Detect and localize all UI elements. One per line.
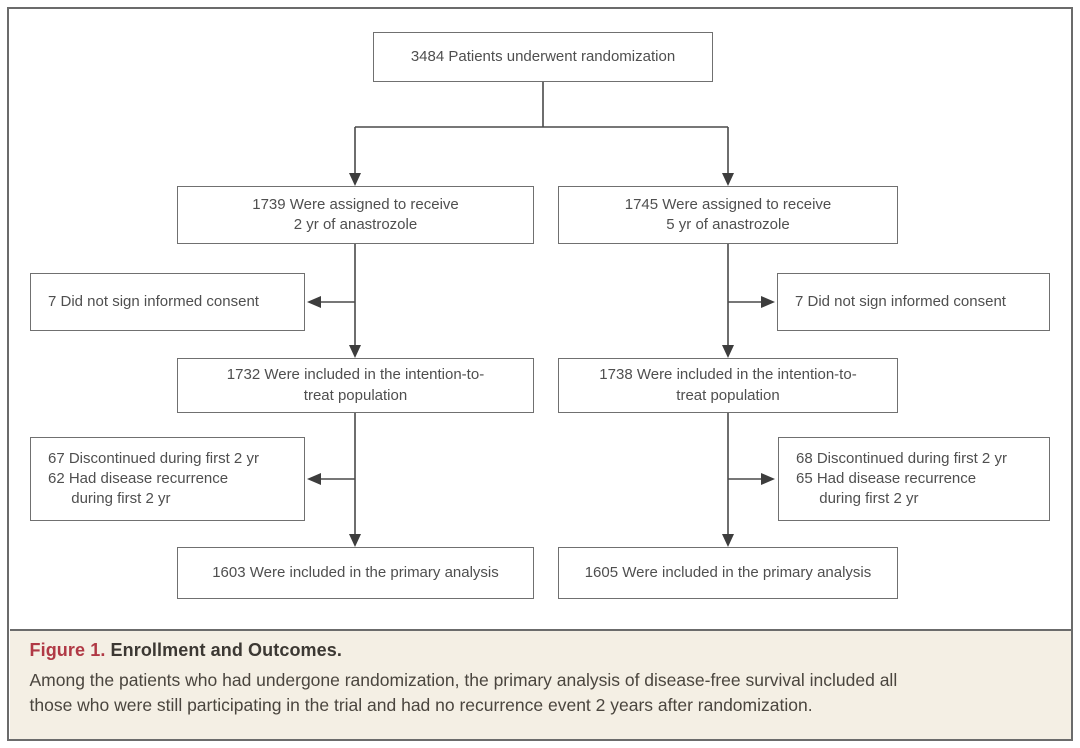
caption-title: Enrollment and Outcomes. bbox=[110, 640, 342, 660]
box-no-consent-left: 7 Did not sign informed consent bbox=[30, 273, 305, 331]
box-primary-left: 1603 Were included in the primary analys… bbox=[177, 547, 534, 599]
box-discontinued-left-line1: 67 Discontinued during first 2 yr bbox=[48, 449, 259, 467]
box-no-consent-left-text: 7 Did not sign informed consent bbox=[48, 292, 259, 310]
box-primary-right-text: 1605 Were included in the primary analys… bbox=[584, 563, 872, 581]
figure-caption: Figure 1. Enrollment and Outcomes. Among… bbox=[9, 629, 1071, 739]
arrow-left-discontinued bbox=[307, 473, 321, 485]
box-discontinued-right: 68 Discontinued during first 2 yr 65 Had… bbox=[778, 437, 1050, 521]
box-discontinued-left: 67 Discontinued during first 2 yr 62 Had… bbox=[30, 437, 305, 521]
arrow-down-primary-right bbox=[722, 534, 734, 547]
arrow-right-discontinued bbox=[761, 473, 775, 485]
arrow-down-assigned-right bbox=[722, 173, 734, 186]
box-primary-left-text: 1603 Were included in the primary analys… bbox=[212, 563, 499, 581]
box-itt-left-text: 1732 Were included in the intention-to- … bbox=[226, 366, 485, 404]
box-itt-left: 1732 Were included in the intention-to- … bbox=[177, 358, 534, 413]
box-itt-right: 1738 Were included in the intention-to- … bbox=[558, 358, 898, 413]
arrow-down-primary-left bbox=[349, 534, 361, 547]
line-top-split bbox=[354, 82, 729, 174]
caption-title-row: Figure 1. Enrollment and Outcomes. bbox=[30, 640, 1051, 661]
arrow-left-consent bbox=[307, 296, 321, 308]
box-assigned-2yr-text: 1739 Were assigned to receive 2 yr of an… bbox=[252, 195, 459, 233]
box-no-consent-right-text: 7 Did not sign informed consent bbox=[795, 292, 1006, 310]
caption-body: Among the patients who had undergone ran… bbox=[29, 670, 898, 715]
flow-connectors bbox=[307, 82, 775, 547]
arrow-right-consent bbox=[761, 296, 775, 308]
box-no-consent-right: 7 Did not sign informed consent bbox=[777, 273, 1050, 331]
line-right-branches bbox=[728, 301, 761, 480]
box-discontinued-right-line1: 68 Discontinued during first 2 yr bbox=[796, 449, 1007, 467]
box-assigned-2yr: 1739 Were assigned to receive 2 yr of an… bbox=[177, 186, 534, 244]
box-randomized-text: 3484 Patients underwent randomization bbox=[410, 47, 676, 65]
arrow-down-itt-left bbox=[349, 345, 361, 358]
connector-lines bbox=[321, 82, 761, 535]
box-assigned-5yr-text: 1745 Were assigned to receive 5 yr of an… bbox=[624, 195, 832, 233]
figure-number-label: Figure 1. bbox=[29, 640, 106, 660]
arrowheads bbox=[307, 173, 775, 547]
arrow-down-assigned-left bbox=[349, 173, 361, 186]
box-itt-right-text: 1738 Were included in the intention-to- … bbox=[599, 366, 857, 404]
box-randomized: 3484 Patients underwent randomization bbox=[373, 32, 713, 82]
arrow-down-itt-right bbox=[722, 345, 734, 358]
box-discontinued-right-line2: 65 Had disease recurrence during first 2… bbox=[796, 469, 977, 508]
box-assigned-5yr: 1745 Were assigned to receive 5 yr of an… bbox=[558, 186, 898, 244]
box-discontinued-left-line2: 62 Had disease recurrence during first 2… bbox=[48, 469, 229, 508]
line-left-branches bbox=[321, 301, 355, 480]
box-primary-right: 1605 Were included in the primary analys… bbox=[558, 547, 898, 599]
